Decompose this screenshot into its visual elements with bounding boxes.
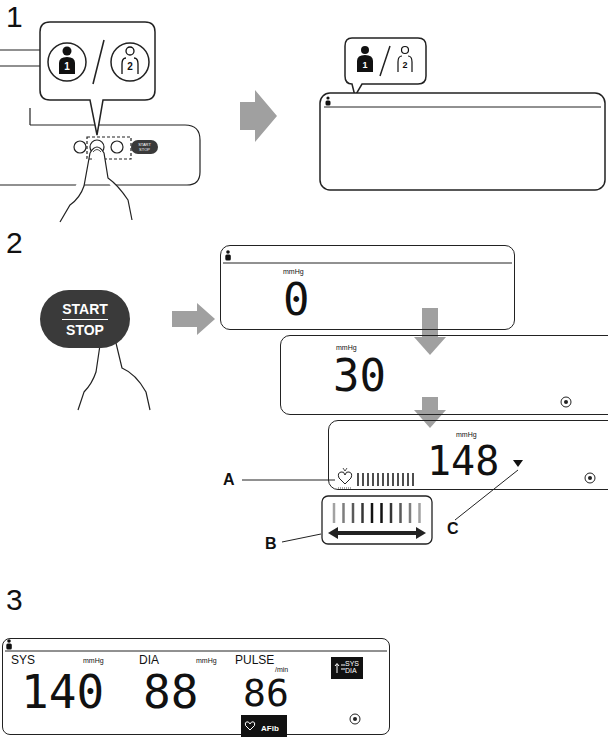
display-text: mmHg — [196, 657, 217, 664]
flow-arrow — [422, 308, 438, 337]
flow-arrow — [172, 311, 197, 327]
lcd-digits: 86 — [243, 674, 289, 712]
display-text: /min — [275, 666, 288, 673]
flow-arrow — [422, 397, 438, 410]
display-text: mmHg — [456, 431, 477, 438]
display-text: mmHg — [336, 344, 357, 351]
display-text: PULSE — [235, 654, 274, 666]
result-panel: SYS mmHg DIA mmHg PULSE/min 140 88 86 SYS DIA AFi… — [2, 638, 390, 735]
user-number: 2 — [127, 62, 133, 72]
afib-indicator: AFib — [241, 715, 287, 737]
display-text: AFib — [261, 725, 279, 733]
lcd-panel: mmHg 30 — [280, 335, 608, 415]
lcd-digits: 88 — [143, 669, 198, 715]
callout-letter: A — [223, 472, 235, 488]
button-text: STOP — [139, 148, 150, 152]
callout-letter: C — [447, 521, 459, 537]
button-text: START — [138, 143, 151, 147]
lcd-digits: 30 — [333, 354, 386, 398]
lcd-panel: mmHg 0 — [220, 245, 515, 330]
display-text: mmHg — [83, 657, 104, 664]
lcd-panel: mmHg 148 — [328, 420, 608, 490]
step-number: 1 — [6, 2, 23, 32]
lcd-digits: 140 — [21, 669, 104, 715]
display-text: SYS — [11, 654, 35, 666]
callout-letter: B — [265, 536, 277, 552]
lcd-digits: 0 — [283, 278, 310, 322]
arrows-icon — [334, 662, 346, 674]
display-text: STOP — [66, 323, 104, 337]
user-number: 1 — [362, 61, 367, 70]
lcd-digits: 148 — [427, 441, 499, 481]
display-text: mmHg — [283, 268, 304, 275]
heart-icon — [244, 720, 256, 732]
display-text: DIA — [139, 654, 159, 666]
display-text: SYS DIA — [345, 660, 359, 674]
user-number: 2 — [402, 61, 407, 70]
step-number: 3 — [6, 585, 23, 615]
sys-dia-indicator: SYS DIA — [331, 657, 363, 679]
start-stop-button: START STOP — [40, 290, 130, 348]
step-number: 2 — [6, 228, 23, 258]
display-text: START — [62, 302, 108, 320]
user-number: 1 — [64, 62, 70, 72]
